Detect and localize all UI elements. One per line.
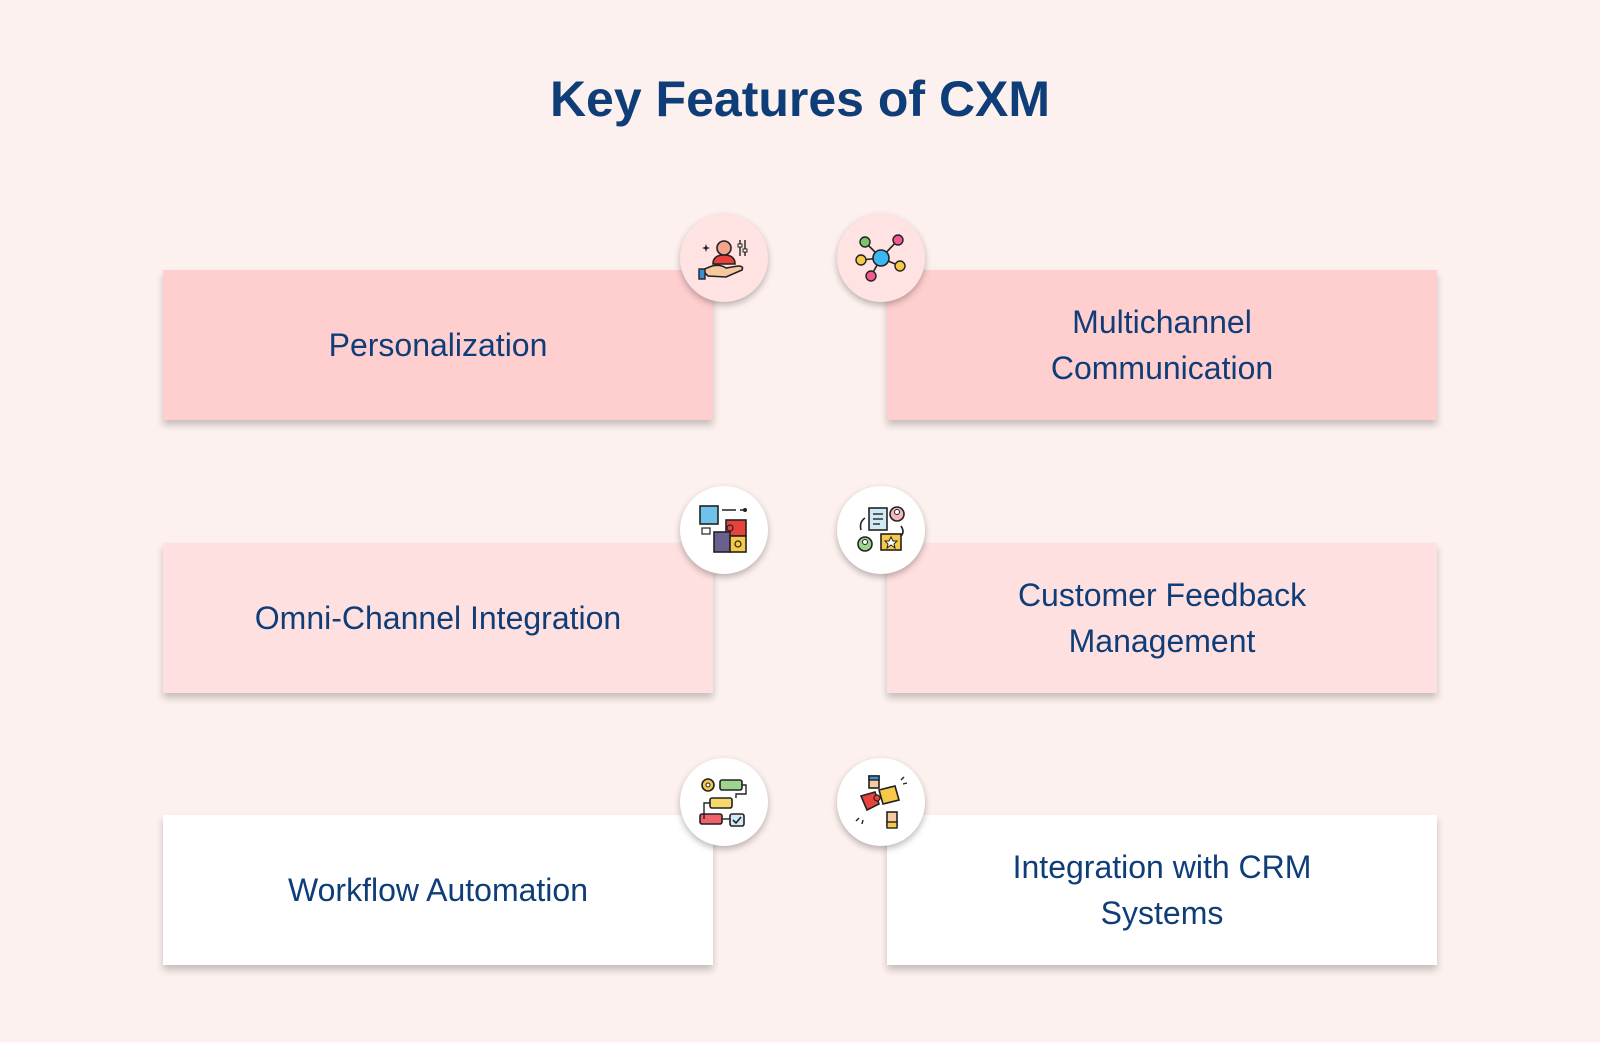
feature-card-integration-with-crm-systems: Integration with CRM Systems — [887, 815, 1437, 965]
personalization-hand-user-icon — [680, 214, 768, 302]
feature-label: Multichannel Communication — [1050, 304, 1274, 386]
feature-label: Integration with CRM Systems — [1012, 849, 1312, 931]
page-title: Key Features of CXM — [549, 71, 1051, 127]
feature-card-workflow-automation: Workflow Automation — [163, 815, 713, 965]
feature-card-multichannel-communication: Multichannel Communication — [887, 270, 1437, 420]
feature-card-omni-channel-integration: Omni-Channel Integration — [163, 543, 713, 693]
feature-label: Omni-Channel Integration — [254, 600, 622, 636]
hands-puzzle-icon — [837, 758, 925, 846]
feature-label: Personalization — [328, 327, 548, 363]
feature-card-customer-feedback-management: Customer Feedback Management — [887, 543, 1437, 693]
feature-label: Customer Feedback Management — [1017, 577, 1307, 659]
workflow-gear-icon — [680, 758, 768, 846]
feedback-cycle-icon — [837, 486, 925, 574]
feature-card-personalization: Personalization — [163, 270, 713, 420]
puzzle-integration-icon — [680, 486, 768, 574]
feature-label: Workflow Automation — [288, 872, 588, 908]
network-nodes-icon — [837, 214, 925, 302]
